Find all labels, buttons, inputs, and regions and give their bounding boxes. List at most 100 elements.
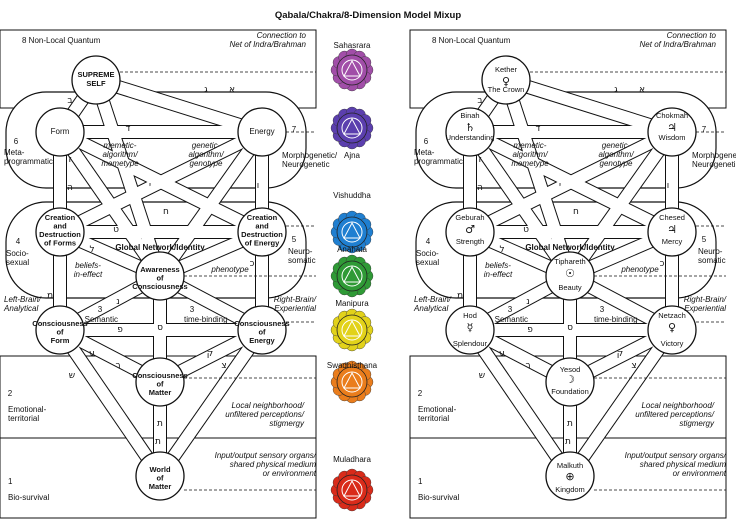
- path-glyph: נ: [526, 297, 530, 307]
- memetic-label: memetic-: [104, 141, 137, 150]
- node-awareness: Consciousness: [132, 282, 187, 291]
- path-glyph: ת: [565, 437, 571, 447]
- chakra-anahata: [330, 254, 374, 298]
- band-2-label: territorial: [8, 414, 39, 423]
- beliefs-label: beliefs-: [485, 261, 511, 270]
- band-4-number: 4: [16, 237, 21, 246]
- node-kether: The Crown: [488, 85, 525, 94]
- band-2-note: unfiltered perceptions/: [225, 410, 304, 419]
- path-rail-fill: [94, 74, 264, 138]
- band-4-label: sexual: [6, 258, 29, 267]
- band-2-note: Local neighborhood/: [641, 401, 714, 410]
- path-glyph: צ: [221, 361, 226, 371]
- path-glyph: ר: [525, 361, 530, 371]
- band-8-note: Connection to: [257, 31, 307, 40]
- band-1-number: 1: [8, 477, 13, 486]
- band-7-number: 7: [292, 125, 297, 134]
- node-consciousness-matter: Matter: [149, 388, 172, 397]
- band-5-label: Neuro-: [698, 247, 723, 256]
- node-chesed: Chesed: [659, 213, 685, 222]
- path-glyph: ש: [69, 371, 75, 381]
- beliefs-label: in-effect: [484, 270, 513, 279]
- band-1-note: shared physical medium: [230, 460, 317, 469]
- path-glyph: ר: [115, 361, 120, 371]
- band-6-label: programmatic: [4, 157, 53, 166]
- band-7-number: 7: [702, 125, 707, 134]
- node-consciousness-energy: Consciousness: [234, 319, 289, 328]
- path-rail-fill: [90, 78, 166, 278]
- sephira-node: [545, 357, 595, 407]
- path-glyph: ק: [207, 349, 213, 359]
- sephira-node: [445, 107, 495, 157]
- node-consciousness-matter: Consciousness: [132, 371, 187, 380]
- band-6-number: 6: [424, 137, 429, 146]
- sephira-node: [647, 305, 697, 355]
- sephira-node: [35, 207, 85, 257]
- genetic-label: genetic-: [602, 141, 631, 150]
- node-hod: Hod: [463, 311, 477, 320]
- band-3-left-label: Semantic: [85, 315, 118, 324]
- node-binah: Binah: [460, 111, 479, 120]
- path-glyph: ת: [157, 419, 163, 429]
- node-creation-energy: Destruction: [241, 230, 283, 239]
- node-binah: Understanding: [446, 133, 495, 142]
- band-5-label: Neuro-: [288, 247, 313, 256]
- path-glyph: פ: [527, 325, 533, 335]
- band-3-left-label: Semantic: [495, 315, 528, 324]
- planet-glyph: ♃: [667, 223, 677, 236]
- node-geburah: Strength: [456, 237, 484, 246]
- band-8-note: Net of Indra/Brahman: [640, 40, 717, 49]
- band-2-label: Emotional-: [418, 405, 457, 414]
- path-glyph: א: [229, 85, 235, 95]
- node-consciousness-form: of: [56, 328, 64, 337]
- left-brain-label: Analytical: [413, 304, 448, 313]
- node-creation-energy: Creation: [247, 213, 278, 222]
- path-glyph: נ: [116, 297, 120, 307]
- path-glyph: ס: [567, 323, 573, 333]
- path-glyph: ח: [163, 207, 169, 217]
- genetic-label: algorithm/: [188, 150, 224, 159]
- path-glyph: ד: [126, 124, 131, 134]
- path-glyph: ס: [157, 323, 163, 333]
- path-glyph: ח: [573, 207, 579, 217]
- path-glyph: צ: [631, 361, 636, 371]
- path-glyph: מ: [457, 291, 463, 301]
- band-2-number: 2: [8, 389, 13, 398]
- band-4-label: Socio-: [416, 249, 439, 258]
- genetic-label: genotype: [190, 159, 223, 168]
- node-form: Form: [51, 127, 70, 136]
- right-nodes: [445, 55, 697, 501]
- band-7-label: Neurogenetic: [282, 160, 330, 169]
- band-2-label: territorial: [418, 414, 449, 423]
- chakra-sahasrara: [330, 48, 374, 92]
- band-1-note: Input/output sensory organs/: [215, 451, 317, 460]
- genetic-label: genetic-: [192, 141, 221, 150]
- diagram-title: Qabala/Chakra/8-Dimension Model Mixup: [275, 10, 462, 21]
- path-glyph: ע: [89, 349, 95, 359]
- chakra-vishuddha: [330, 210, 374, 254]
- path-glyph: מ: [47, 291, 53, 301]
- band-7-label: Morphogenetic/: [692, 151, 736, 160]
- path-rail-fill: [500, 78, 576, 278]
- band-1-label: Bio-survival: [418, 493, 460, 502]
- sephira-node: [135, 357, 185, 407]
- band-1-label: Bio-survival: [8, 493, 50, 502]
- path-rail-fill: [565, 326, 677, 480]
- phenotype-label: phenotype: [210, 265, 249, 274]
- global-network-label: Global Network/Identity: [115, 243, 205, 252]
- global-network-label: Global Network/Identity: [525, 243, 615, 252]
- memetic-label: algorithm/: [102, 150, 138, 159]
- path-rail-fill: [57, 126, 265, 238]
- node-geburah: Geburah: [455, 213, 484, 222]
- path-glyph: ש: [479, 371, 485, 381]
- path-glyph: ב: [477, 96, 482, 106]
- band-5-label: somatic: [288, 256, 316, 265]
- path-glyph: ז: [68, 155, 71, 165]
- path-rail-fill: [55, 326, 165, 480]
- sephira-node: [35, 107, 85, 157]
- band-2-note: stigmergy: [269, 419, 305, 428]
- node-tiphareth: Tiphareth: [554, 257, 585, 266]
- left-brain-label: Analytical: [3, 304, 38, 313]
